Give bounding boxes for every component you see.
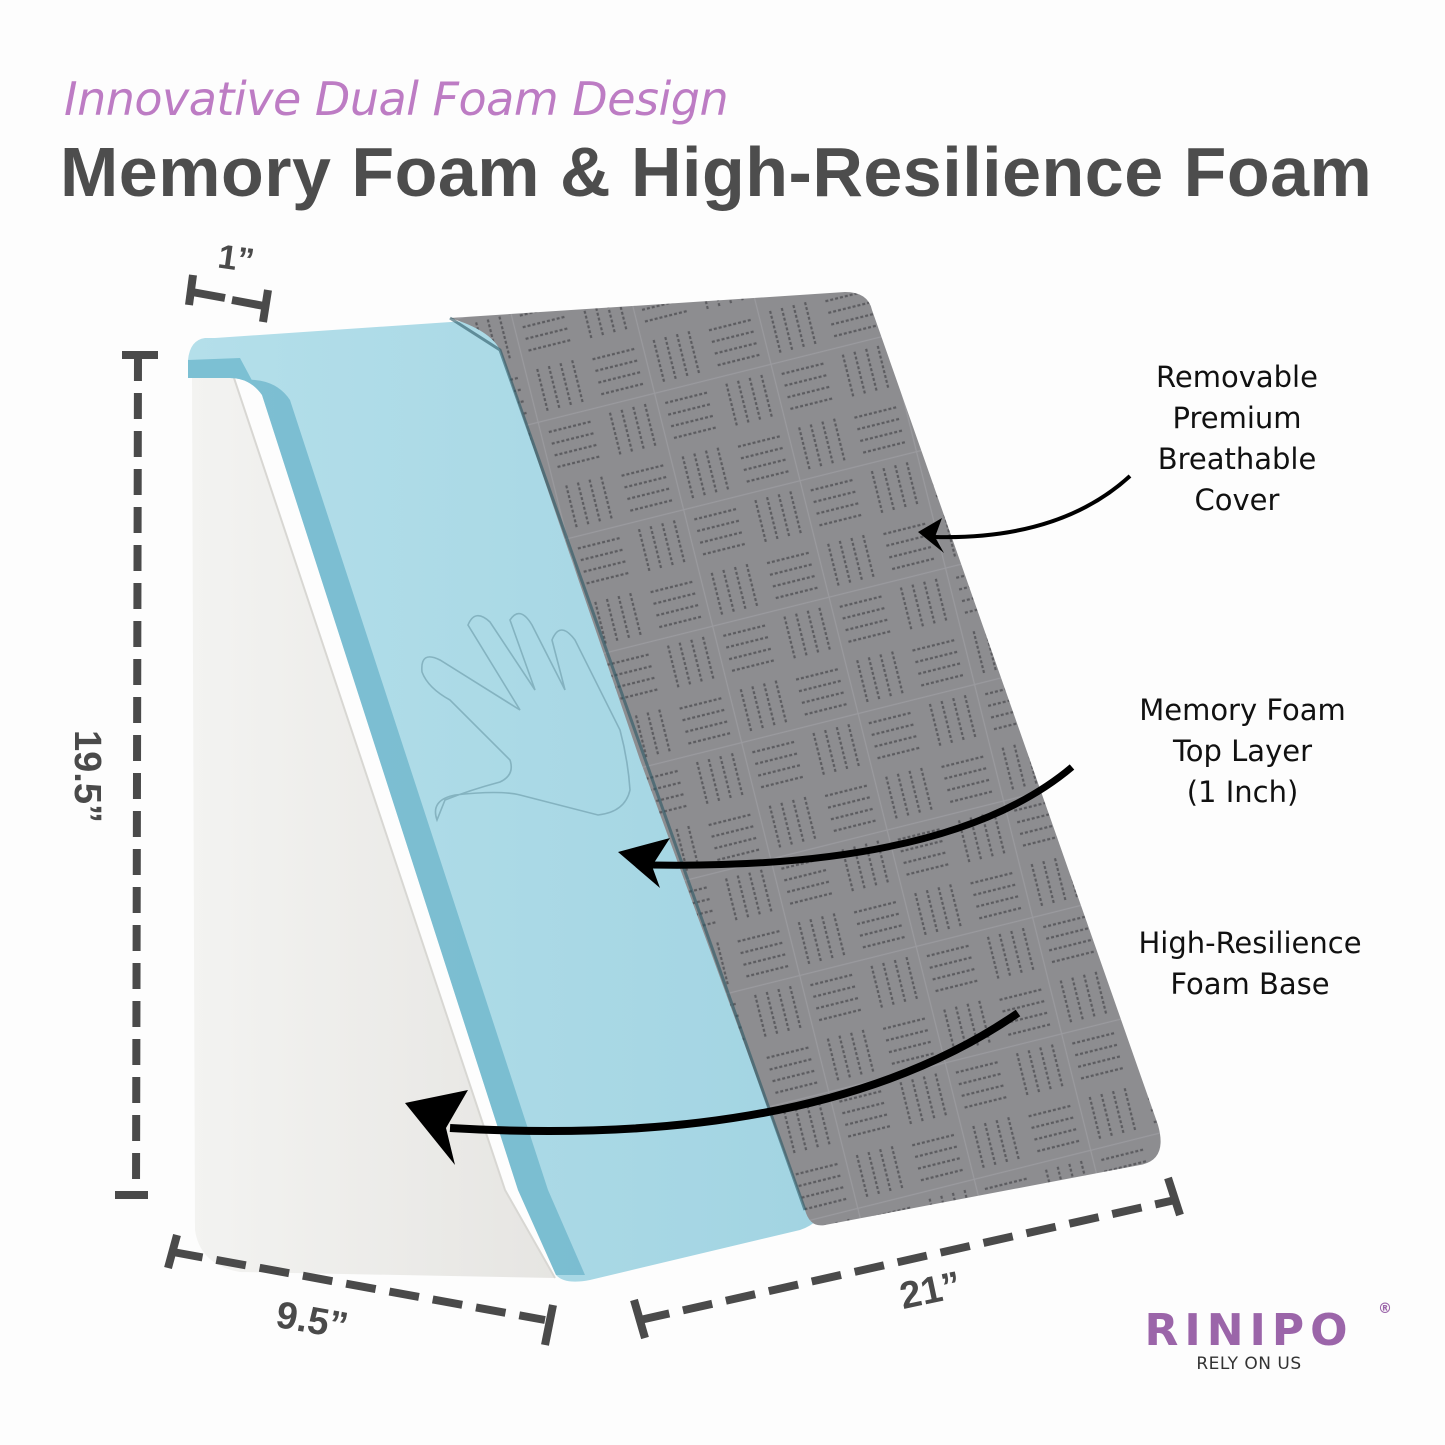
callout-memory-line: (1 Inch): [1186, 775, 1299, 809]
page-title: Memory Foam & High-Resilience Foam: [60, 133, 1373, 211]
hand-imprint: [421, 612, 631, 823]
callout-cover-line: Cover: [1194, 483, 1280, 517]
dimension-label-thickness: 1”: [215, 237, 257, 281]
subtitle: Innovative Dual Foam Design: [64, 72, 729, 126]
dimension-line-thickness: [185, 274, 272, 323]
dimension-line-depth: [164, 1233, 557, 1346]
arrow-hr-foam-icon: [449, 1009, 1021, 1135]
dimension-label-height: 19.5”: [65, 730, 108, 823]
callout-hr-foam: High-Resilience Foam Base: [1100, 923, 1400, 1005]
arrow-cover-icon: [934, 474, 1132, 540]
removable-cover: [450, 292, 1161, 1226]
callout-cover: Removable Premium Breathable Cover: [1112, 357, 1362, 521]
memory-foam-layer: [188, 320, 823, 1282]
callout-memory-foam: Memory Foam Top Layer (1 Inch): [1100, 690, 1385, 813]
brand-wordmark: RINIPO: [1144, 1305, 1354, 1356]
dimension-line-height: [115, 351, 158, 1199]
callout-memory-line: Top Layer: [1172, 734, 1312, 768]
arrow-memory-foam-icon: [649, 764, 1075, 869]
callout-cover-line: Removable: [1156, 360, 1318, 394]
dimension-line-length: [630, 1176, 1184, 1340]
callout-cover-line: Breathable: [1157, 442, 1317, 476]
brand-logo: RINIPO ® RELY ON US: [1124, 1301, 1392, 1374]
registered-mark: ®: [1378, 1301, 1392, 1317]
callout-cover-line: Premium: [1172, 401, 1302, 435]
brand-name: RINIPO ®: [1124, 1301, 1392, 1356]
callout-hr-line: High-Resilience: [1138, 926, 1362, 960]
hr-foam-base-side: [192, 370, 555, 1278]
callout-memory-line: Memory Foam: [1139, 693, 1346, 727]
callout-hr-line: Foam Base: [1170, 967, 1330, 1001]
brand-tagline: RELY ON US: [1196, 1354, 1302, 1374]
